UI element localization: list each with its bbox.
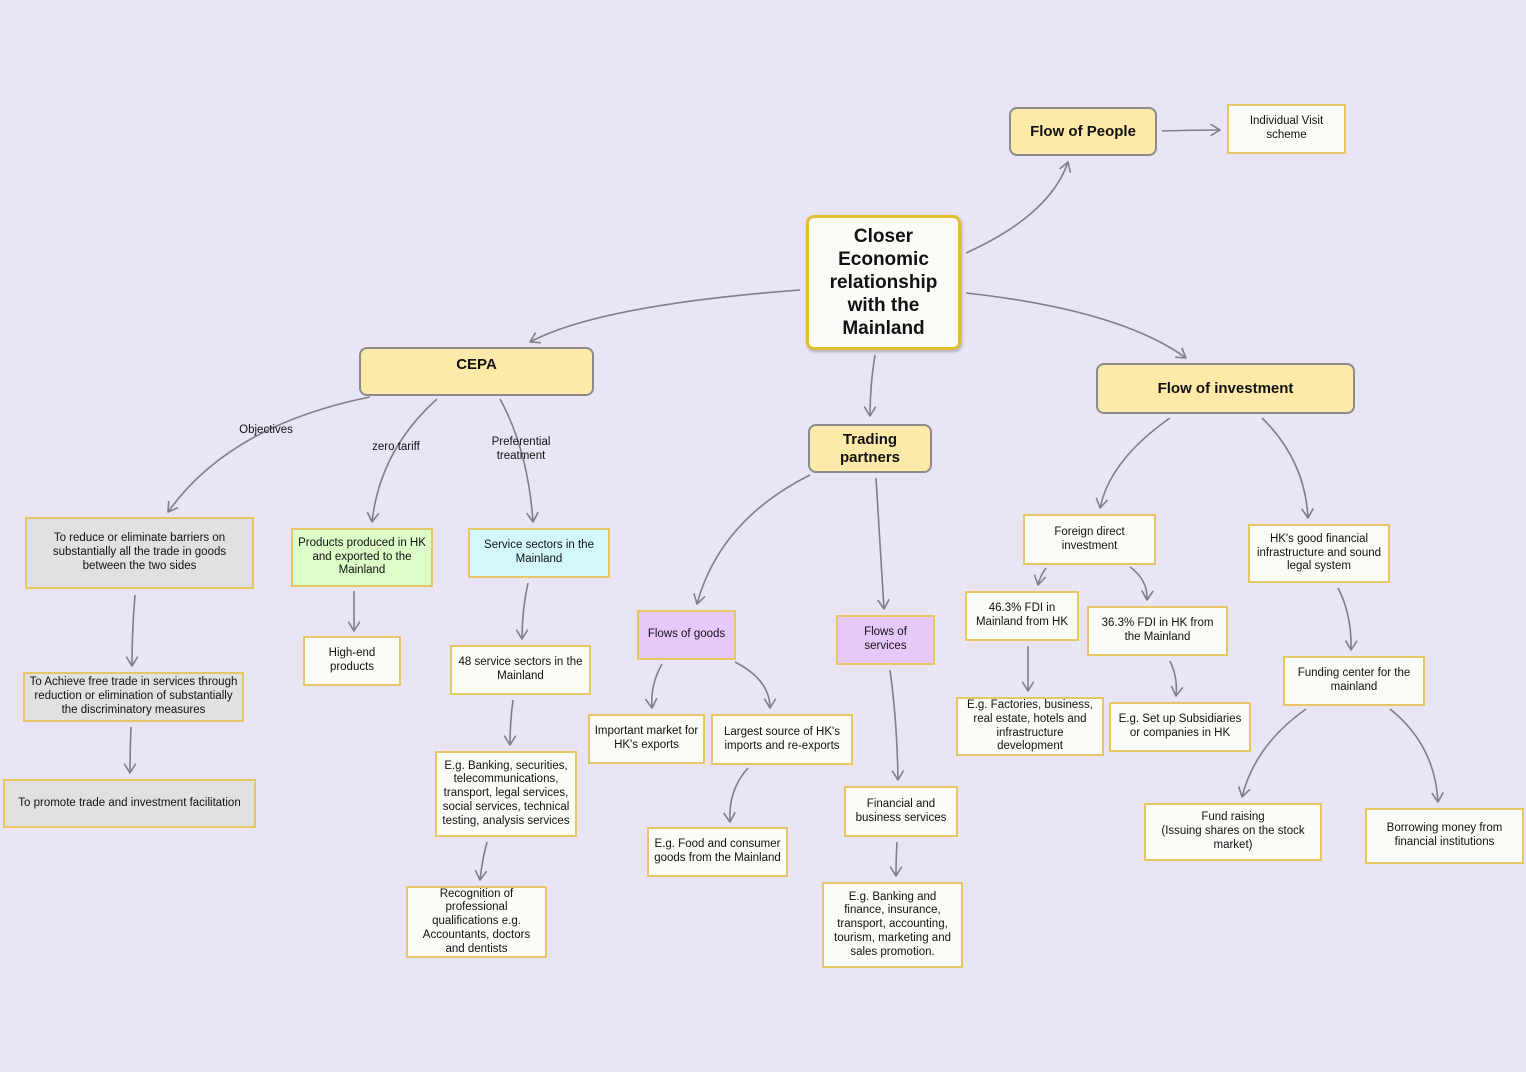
node-flow-of-investment[interactable]: Flow of investment	[1096, 363, 1355, 414]
node-48-service-sectors[interactable]: 48 service sectors in the Mainland	[450, 645, 591, 695]
edge-products-highend	[347, 590, 361, 632]
edge-fdi-36	[1129, 566, 1154, 601]
node-fdi-36[interactable]: 36.3% FDI in HK from the Mainland	[1087, 606, 1228, 656]
edge-fdi-46	[1033, 567, 1047, 586]
edge-reduce-freetrade	[125, 594, 139, 667]
node-financial-business-services[interactable]: Financial and business services	[844, 786, 958, 837]
node-fund-raising[interactable]: Fund raising (Issuing shares on the stoc…	[1144, 803, 1322, 861]
edge-cepa-zero-tariff	[366, 398, 438, 523]
node-eg-factories[interactable]: E.g. Factories, business, real estate, h…	[956, 697, 1104, 756]
node-eg-food[interactable]: E.g. Food and consumer goods from the Ma…	[647, 827, 788, 877]
edge-freetrade-promote	[123, 726, 137, 774]
edge-financial-eg	[889, 841, 903, 877]
edge-center-trading	[863, 354, 877, 417]
edge-48-eg	[503, 699, 517, 746]
node-foreign-direct-investment[interactable]: Foreign direct investment	[1023, 514, 1156, 565]
edge-center-investment	[965, 292, 1187, 359]
node-funding-center[interactable]: Funding center for the mainland	[1283, 656, 1425, 706]
node-free-trade-services[interactable]: To Achieve free trade in services throug…	[23, 672, 244, 722]
node-service-sectors[interactable]: Service sectors in the Mainland	[468, 528, 610, 578]
edge-investment-hkgood	[1261, 417, 1314, 519]
edge-trading-goods	[693, 474, 811, 605]
edge-goods-market	[644, 663, 663, 709]
edge-trading-services	[875, 477, 890, 610]
node-flow-of-people[interactable]: Flow of People	[1009, 107, 1157, 156]
node-hk-good-financial[interactable]: HK's good financial infrastructure and s…	[1248, 524, 1390, 583]
node-eg-banking-securities[interactable]: E.g. Banking, securities, telecommunicat…	[435, 751, 577, 837]
edge-services-financial	[889, 669, 905, 781]
node-important-market[interactable]: Important market for HK's exports	[588, 714, 705, 764]
edge-36-subsidiaries	[1169, 660, 1184, 697]
edge-people-visit	[1161, 123, 1221, 137]
edge-eg-recognition	[474, 841, 488, 881]
node-high-end-products[interactable]: High-end products	[303, 636, 401, 686]
edge-service-48	[515, 582, 529, 640]
edge-center-people	[965, 161, 1072, 254]
node-eg-subsidiaries[interactable]: E.g. Set up Subsidiaries or companies in…	[1109, 702, 1251, 752]
edge-46-factories	[1021, 645, 1035, 692]
node-recognition-qualifications[interactable]: Recognition of professional qualificatio…	[406, 886, 547, 958]
node-fdi-46[interactable]: 46.3% FDI in Mainland from HK	[965, 591, 1079, 641]
edge-label-preferential-treatment: Preferential treatment	[491, 436, 551, 462]
edge-label-objectives: Objectives	[239, 424, 293, 436]
edge-center-cepa	[529, 289, 801, 344]
node-promote-trade[interactable]: To promote trade and investment facilita…	[3, 779, 256, 828]
edge-label-zero-tariff: zero tariff	[372, 441, 420, 453]
node-largest-source[interactable]: Largest source of HK's imports and re-ex…	[711, 714, 853, 765]
node-trading-partners[interactable]: Trading partners	[808, 424, 932, 473]
node-reduce-barriers[interactable]: To reduce or eliminate barriers on subst…	[25, 517, 254, 589]
edge-hkgood-funding	[1337, 587, 1358, 651]
node-center[interactable]: Closer Economic relationship with the Ma…	[806, 215, 961, 350]
edge-source-food	[723, 767, 749, 823]
node-borrowing-money[interactable]: Borrowing money from financial instituti…	[1365, 808, 1524, 864]
edge-cepa-objectives	[167, 396, 371, 513]
node-individual-visit-scheme[interactable]: Individual Visit scheme	[1227, 104, 1346, 154]
edge-funding-borrowing	[1389, 708, 1444, 803]
node-cepa[interactable]: CEPA	[359, 347, 594, 396]
node-flows-of-services[interactable]: Flows of services	[836, 615, 935, 665]
node-products-hk[interactable]: Products produced in HK and exported to …	[291, 528, 433, 587]
edge-investment-fdi	[1095, 417, 1171, 509]
node-eg-banking-finance[interactable]: E.g. Banking and finance, insurance, tra…	[822, 882, 963, 968]
edge-goods-source	[734, 661, 777, 709]
node-flows-of-goods[interactable]: Flows of goods	[637, 610, 736, 660]
